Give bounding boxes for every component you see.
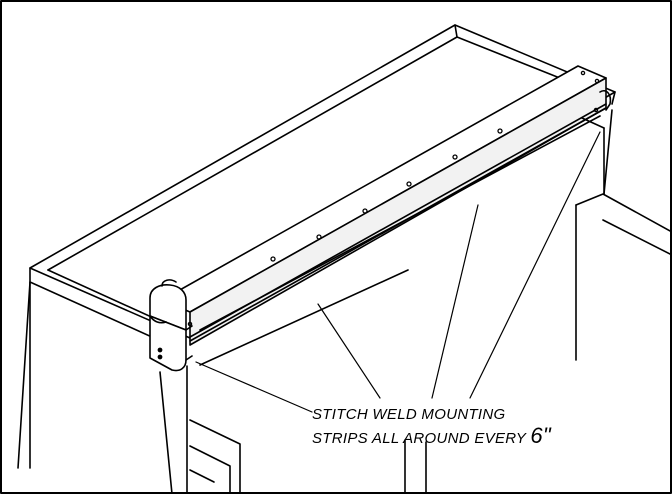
callout-line-2-text: STRIPS ALL AROUND EVERY: [312, 430, 531, 447]
cabinet-body: [17, 109, 672, 494]
mounting-rail: [161, 65, 607, 346]
callout-line-2: STRIPS ALL AROUND EVERY 6": [312, 425, 551, 449]
mounting-hole: [270, 256, 276, 262]
tray: [29, 24, 616, 353]
mounting-hole: [594, 78, 600, 84]
callout-measurement: 6": [530, 423, 552, 448]
mounting-hole: [497, 128, 503, 134]
callout-line-1: STITCH WELD MOUNTING: [312, 406, 506, 423]
mounting-hole: [452, 154, 458, 160]
mounting-hole: [406, 181, 412, 187]
mounting-hole: [316, 234, 322, 240]
mounting-hole: [187, 321, 193, 327]
end-cap-left: [149, 279, 193, 372]
mounting-holes: [187, 70, 600, 327]
mounting-hole: [593, 107, 599, 113]
weld-callout: STITCH WELD MOUNTING STRIPS ALL AROUND E…: [312, 404, 551, 449]
end-cap-right: [599, 89, 612, 111]
mounting-hole: [362, 208, 368, 214]
mounting-hole: [580, 70, 586, 76]
leader-lines: [195, 131, 601, 413]
